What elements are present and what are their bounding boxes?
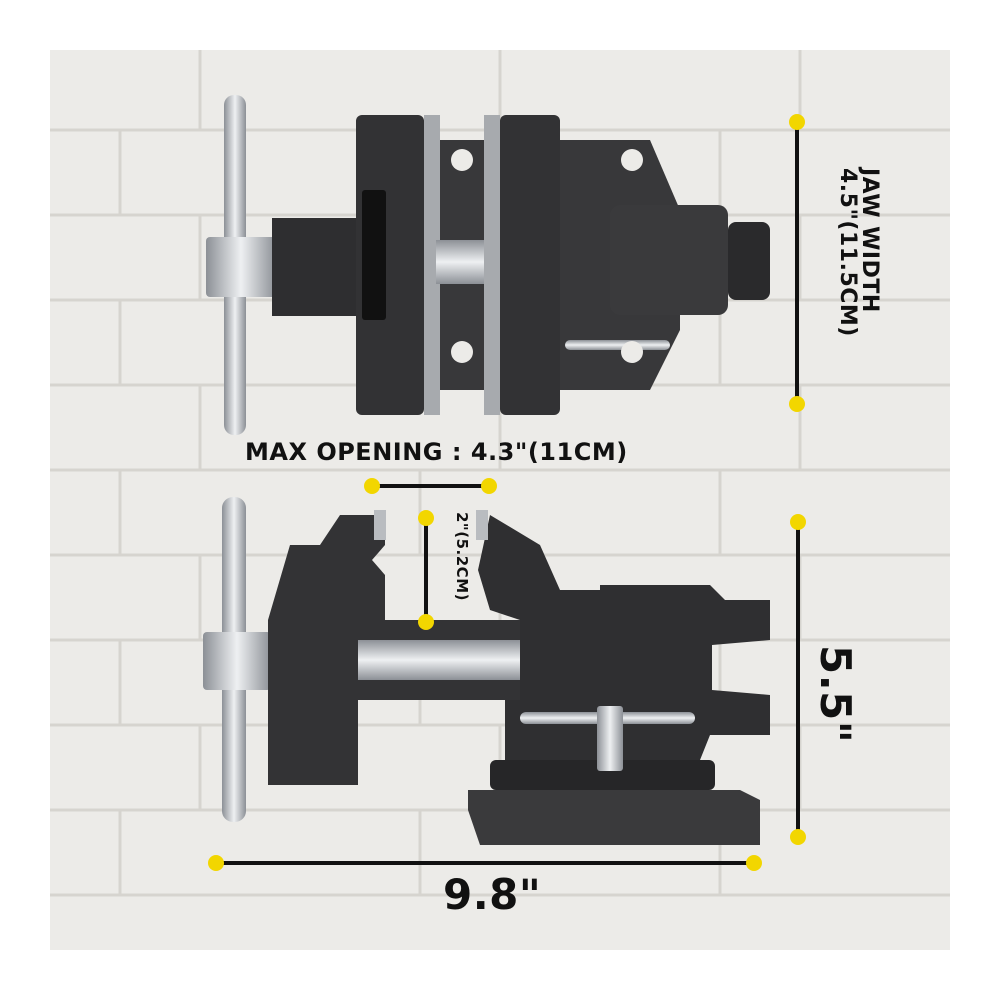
dim-dot (790, 829, 806, 845)
dim-dot (418, 510, 434, 526)
top-jaw-plate-right (484, 115, 500, 415)
dim-dot (746, 855, 762, 871)
throat-depth-label: 2"(5.2CM) (453, 512, 471, 601)
top-bolt-hole (451, 149, 473, 171)
top-fixed-jaw (500, 115, 560, 415)
side-handle-hub (203, 632, 271, 690)
dimension-markers (208, 114, 806, 871)
dim-dot (789, 396, 805, 412)
jaw-width-label: JAW WIDTH 4.5"(11.5CM) (835, 168, 882, 337)
side-lock-stem (597, 706, 623, 771)
jaw-width-title: JAW WIDTH (857, 168, 882, 313)
side-jaw-plate-left (374, 510, 386, 540)
top-lock-pin (565, 340, 670, 350)
dim-dot (789, 114, 805, 130)
dim-dot (208, 855, 224, 871)
dim-dot (481, 478, 497, 494)
top-handle-hub (206, 237, 276, 297)
max-opening-label: MAX OPENING : 4.3"(11CM) (245, 438, 628, 466)
jaw-width-value: 4.5"(11.5CM) (835, 168, 860, 337)
dim-dot (418, 614, 434, 630)
side-fixed-body (478, 515, 770, 760)
top-bolt-hole (621, 341, 643, 363)
side-jaw-plate-right (476, 510, 488, 540)
vise-top-view (206, 95, 770, 435)
top-anvil (610, 205, 728, 315)
top-bolt-hole (621, 149, 643, 171)
top-bolt-hole (451, 341, 473, 363)
dim-dot (790, 514, 806, 530)
height-label: 5.5" (811, 645, 860, 744)
logo-badge (362, 190, 386, 320)
side-base (468, 790, 760, 845)
top-jaw-plate-left (424, 115, 440, 415)
dim-dot (364, 478, 380, 494)
length-label: 9.8" (443, 870, 542, 919)
top-frame (272, 218, 362, 316)
side-screw (358, 640, 523, 680)
top-anvil-end (728, 222, 770, 300)
vise-side-view (203, 497, 770, 845)
side-swivel-ring (490, 760, 715, 790)
